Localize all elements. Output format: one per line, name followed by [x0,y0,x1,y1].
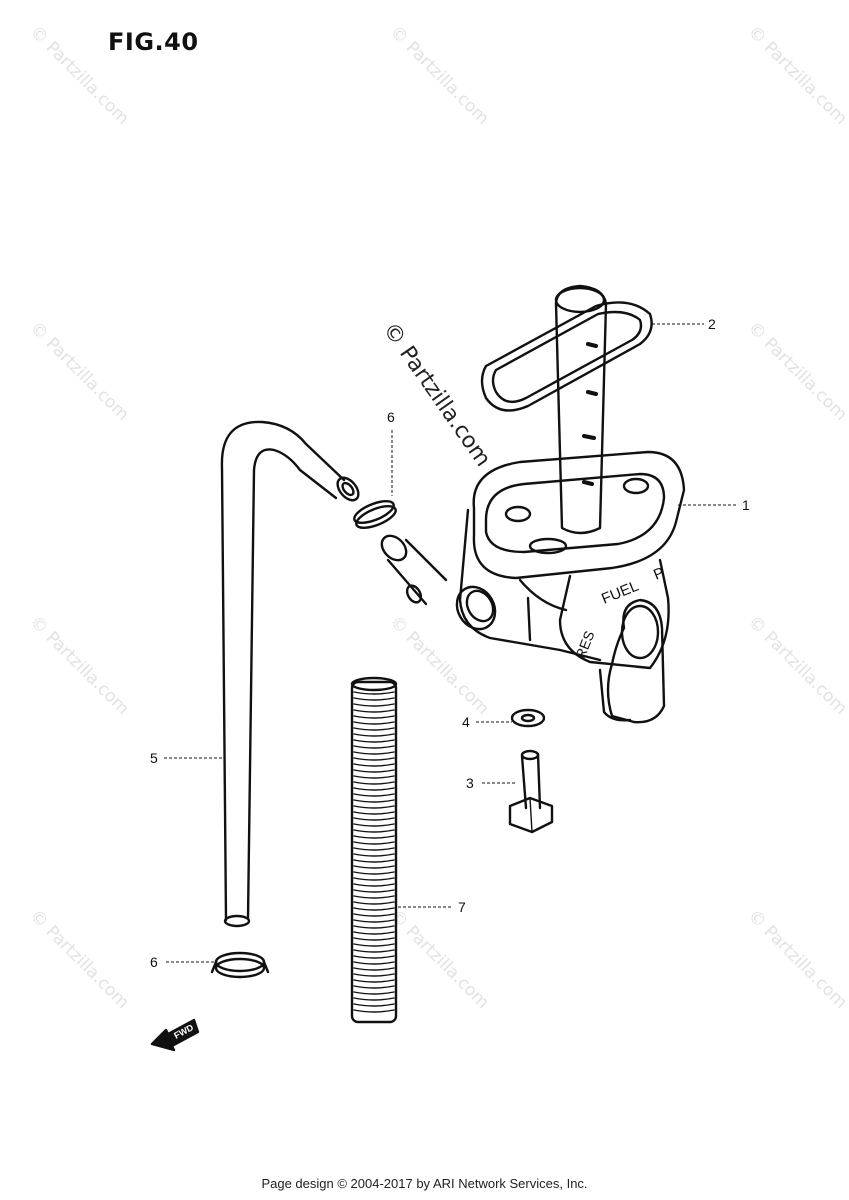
callout-6-upper: 6 [387,409,395,425]
valve-marking-res: RES [572,628,598,661]
hose-ridge [353,769,395,773]
fwd-direction-arrow [150,1018,200,1052]
callout-2: 2 [708,316,716,332]
hose-ridge [353,919,395,923]
drain-hose-part-7 [350,676,398,1024]
hose-ridge [353,1009,395,1013]
hose-ridge [353,865,395,869]
hose-ridge [353,943,395,947]
hose-ridge [353,703,395,707]
hose-ridge [353,937,395,941]
hose-ridge [353,799,395,803]
hose-ridge [353,751,395,755]
hose-ridge [353,781,395,785]
hose-ridge [353,889,395,893]
hose-ridge [353,853,395,857]
hose-ridge [353,745,395,749]
valve-marking-pri: P [651,564,667,584]
hose-ridge [353,925,395,929]
hose-ridge [353,817,395,821]
hose-ridge [353,895,395,899]
hose-ridge [353,829,395,833]
hose-ridge [353,931,395,935]
valve-marking-fuel: FUEL [599,578,641,608]
callout-7: 7 [458,899,466,915]
hose-clamp-upper-part-6 [353,499,397,530]
hose-ridge [353,847,395,851]
hose-ridge [353,763,395,767]
callout-3: 3 [466,775,474,791]
hose-ridge [353,997,395,1001]
hose-ridge [353,811,395,815]
hose-ridge [353,733,395,737]
strainer-tube [554,284,608,535]
hose-ridge [353,835,395,839]
hose-ridge [353,721,395,725]
hose-ridge [353,841,395,845]
hose-ridge [353,949,395,953]
bolt-part-3 [508,749,554,834]
hose-ridge [353,823,395,827]
hose-ridge [353,757,395,761]
hose-ridge [353,871,395,875]
hose-ridge [353,727,395,731]
hose-ridge [353,1003,395,1007]
hose-ridge [353,793,395,797]
footer-copyright: Page design © 2004-2017 by ARI Network S… [261,1176,588,1191]
fuel-hose-part-5 [220,420,360,928]
hose-ridge [353,739,395,743]
washer-part-4 [510,708,546,728]
hose-ridge [353,907,395,911]
hose-ridge [353,955,395,959]
callout-6-lower: 6 [150,954,158,970]
hose-ridge [353,805,395,809]
hose-ridge [353,709,395,713]
hose-ridge [353,859,395,863]
hose-ridge [353,961,395,965]
hose-ridge [353,883,395,887]
figure-title: FIG.40 [108,28,199,56]
callout-4: 4 [462,714,470,730]
hose-ridge [353,967,395,971]
hose-ridge [353,877,395,881]
hose-clamp-lower-part-6 [210,951,270,979]
hose-ridge [353,715,395,719]
hose-ridge [353,775,395,779]
hose-ridge [353,787,395,791]
hose-ridge [353,691,395,695]
hose-ridge [353,697,395,701]
strainer-gasket-part-2 [480,301,653,412]
callout-1: 1 [742,497,750,513]
fuel-valve-part-1 [380,450,686,724]
hose-ridge [353,985,395,989]
hose-ridge [353,979,395,983]
hose-ridge [353,913,395,917]
callout-5: 5 [150,750,158,766]
hose-ridge [353,901,395,905]
hose-ridge [353,991,395,995]
leader-lines [164,323,738,963]
hose-ridge [353,973,395,977]
